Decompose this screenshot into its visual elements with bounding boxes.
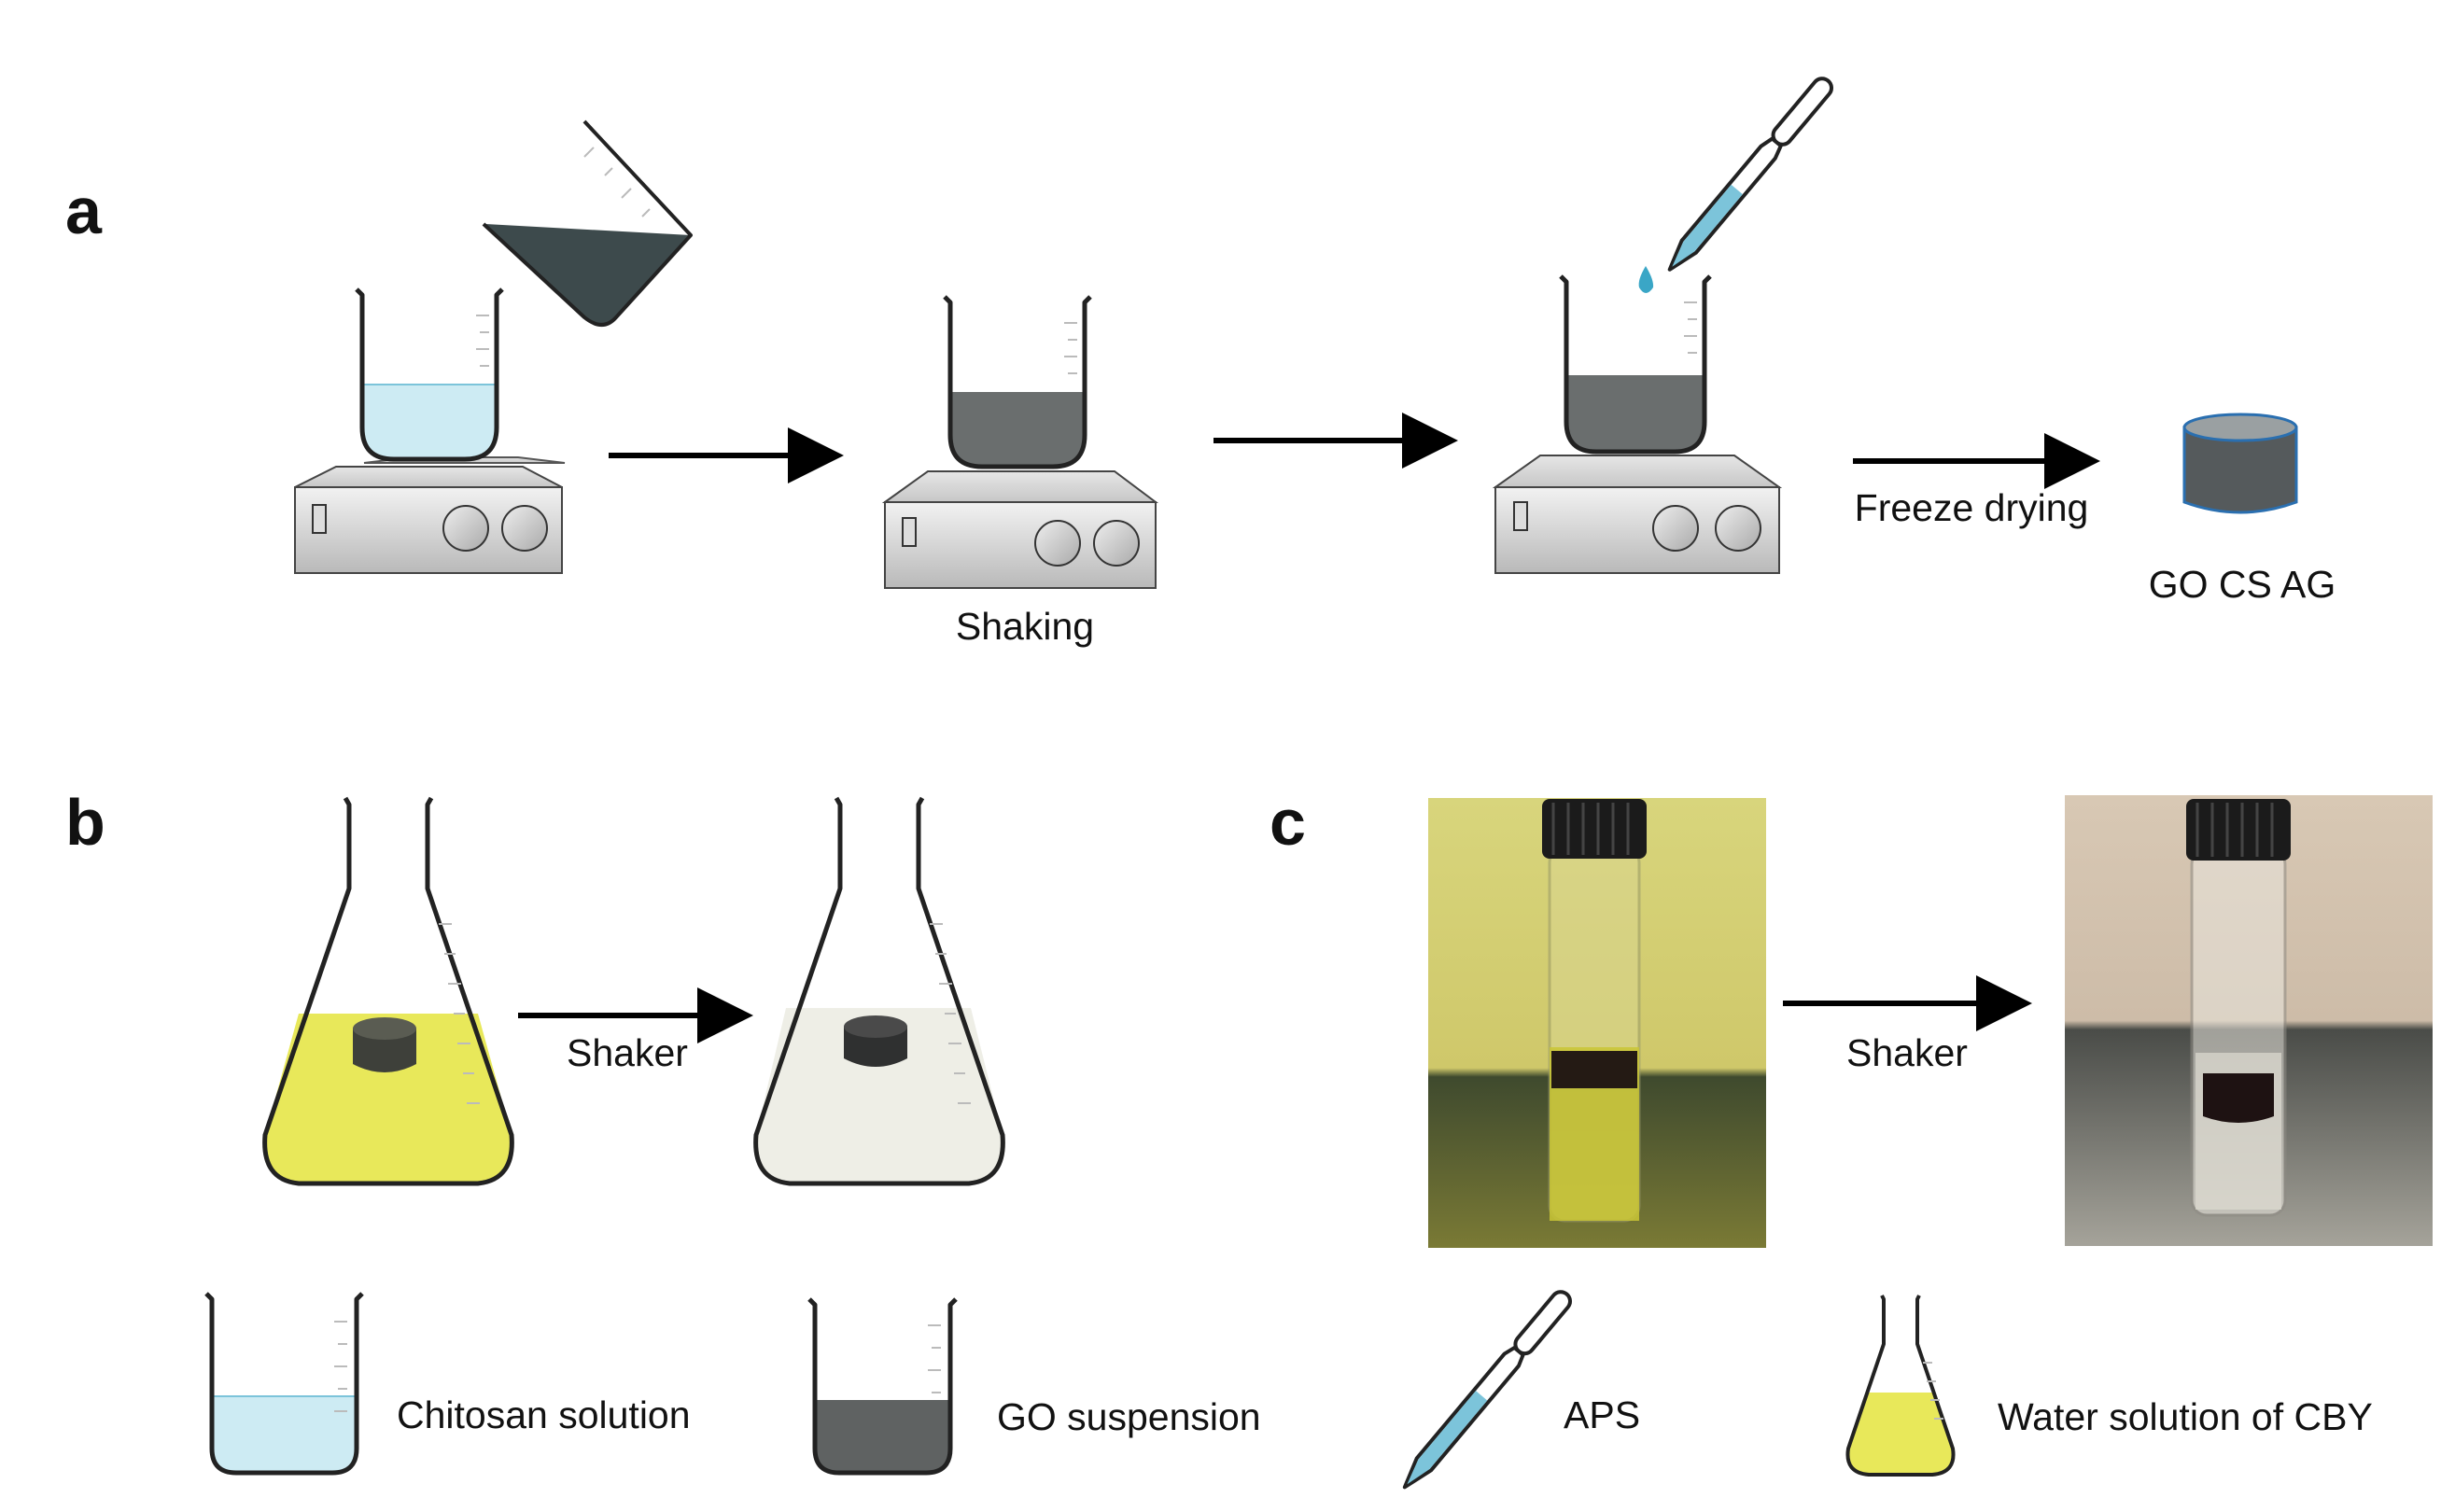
label-freeze-drying: Freeze drying [1855, 486, 2089, 529]
legend-cby-label: Water solution of CBY [1998, 1395, 2373, 1438]
stirrer-2 [881, 470, 1158, 589]
panel-label-b: b [65, 786, 105, 859]
aerogel-product [2182, 413, 2298, 514]
flask-decolored [753, 796, 1005, 1186]
legend-go-label: GO suspension [997, 1395, 1261, 1438]
legend-chitosan-beaker [204, 1292, 364, 1476]
panel-label-a: a [65, 175, 103, 247]
legend-aps-pipette-icon [1402, 1290, 1572, 1490]
legend-aps-label: APS [1564, 1393, 1640, 1436]
pipette-icon [1667, 77, 1833, 272]
legend-chitosan-label: Chitosan solution [397, 1393, 691, 1436]
beaker-gel [1559, 274, 1712, 455]
label-shaker-c: Shaker [1846, 1031, 1968, 1074]
pouring-beaker-go [482, 119, 693, 327]
beaker-chitosan [355, 287, 504, 462]
photo-vial-after [2065, 795, 2433, 1246]
stirrer-1 [294, 456, 566, 574]
legend-cby-flask [1845, 1295, 1956, 1477]
legend-go-beaker [807, 1297, 958, 1476]
flask-cby [262, 796, 514, 1186]
photo-vial-before [1428, 798, 1766, 1248]
beaker-mixture [943, 295, 1092, 469]
label-shaking: Shaking [956, 605, 1094, 648]
panel-label-c: c [1270, 786, 1306, 859]
label-product: GO CS AG [2149, 563, 2336, 606]
label-shaker-b: Shaker [567, 1031, 688, 1074]
droplet-icon [1638, 266, 1654, 293]
stirrer-3 [1492, 455, 1783, 574]
